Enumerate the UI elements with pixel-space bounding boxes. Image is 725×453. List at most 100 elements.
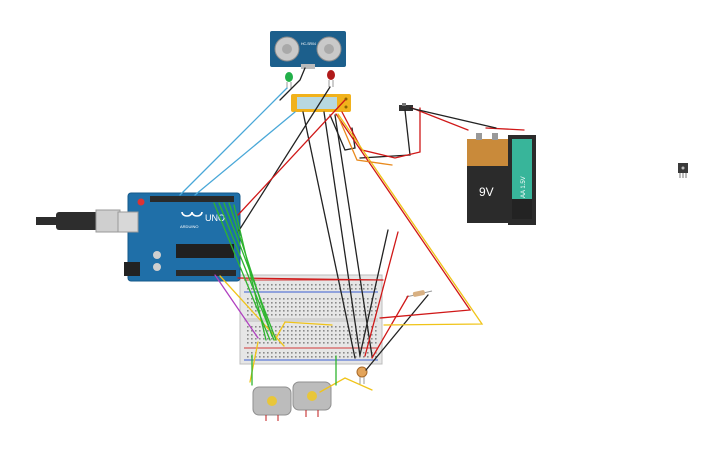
breadboard-hole [343,298,345,300]
arduino-uno[interactable]: UNO ARDUINO [117,192,241,282]
wire-black[interactable] [359,229,389,356]
battery-aa[interactable]: AA 1.5V [508,135,536,225]
wire-black[interactable] [279,67,306,101]
wire-black[interactable] [365,294,429,371]
breadboard-hole [247,338,249,340]
breadboard-hole [323,298,325,300]
breadboard-hole [367,284,369,286]
wire-blue[interactable] [179,87,288,196]
breadboard-hole [315,288,317,290]
wire-black[interactable] [302,111,356,359]
wire-black[interactable] [237,86,331,233]
switch-lever[interactable] [402,103,406,106]
breadboard-hole [295,338,297,340]
breadboard-hole [343,330,345,332]
breadboard-hole [255,330,257,332]
breadboard-hole [259,356,261,358]
wire-green[interactable] [233,204,267,341]
breadboard-hole [375,356,377,358]
breadboard-hole [355,334,357,336]
wire-red[interactable] [485,127,525,131]
wire-green[interactable] [218,202,275,341]
breadboard-hole [319,326,321,328]
breadboard-hole [283,352,285,354]
wire-red[interactable] [237,277,384,281]
breadboard-hole [319,342,321,344]
wire-yellow[interactable] [337,113,484,326]
breadboard-hole [291,334,293,336]
breadboard-hole [283,302,285,304]
breadboard-hole [251,338,253,340]
wire-green[interactable] [228,202,273,337]
breadboard-hole [327,284,329,286]
wire-red[interactable] [237,99,346,216]
breadboard-hole [351,284,353,286]
breadboard-hole [323,356,325,358]
breadboard-hole [359,302,361,304]
wire-orange[interactable] [337,115,393,166]
wire-purple[interactable] [214,274,259,339]
breadboard-hole [291,342,293,344]
breadboard-hole [267,326,269,328]
breadboard-hole [267,330,269,332]
reset-button[interactable] [137,198,145,206]
wire-yellow[interactable] [319,377,373,393]
breadboard-hole [275,326,277,328]
breadboard-hole [331,356,333,358]
transistor[interactable] [678,163,688,178]
wire-red[interactable] [371,295,409,359]
breadboard-hole [291,338,293,340]
breadboard-hole [287,338,289,340]
breadboard-hole [307,342,309,344]
breadboard-hole [251,302,253,304]
wires[interactable] [179,67,525,393]
board-label: UNO [205,213,225,223]
wire-blue[interactable] [194,111,296,196]
wire-black[interactable] [334,114,373,357]
breadboard-hole [339,330,341,332]
breadboard-hole [259,334,261,336]
breadboard-hole [299,288,301,290]
usb-cable[interactable] [36,209,121,233]
breadboard-hole [371,342,373,344]
wire-black[interactable] [323,111,361,357]
breadboard-hole [359,306,361,308]
breadboard-hole [315,330,317,332]
photoresistor[interactable] [356,366,368,384]
resistor[interactable] [405,290,433,298]
dc-motor-1[interactable] [252,386,292,421]
breadboard-hole [323,342,325,344]
led-red[interactable] [327,70,335,87]
wire-yellow[interactable] [249,341,259,383]
sensor-pins [301,64,315,69]
wire-red[interactable] [341,107,421,159]
breadboard-hole [347,330,349,332]
breadboard-hole [287,288,289,290]
breadboard-hole [311,352,313,354]
breadboard-hole [355,352,357,354]
breadboard-hole [359,326,361,328]
dc-motor-2[interactable] [292,381,332,417]
breadboard-hole [271,326,273,328]
breadboard-hole [367,302,369,304]
breadboard-hole [355,284,357,286]
slide-switch[interactable] [399,103,413,111]
breadboard-hole [359,288,361,290]
breadboard-hole [247,356,249,358]
breadboard-hole [339,314,341,316]
lcd-display[interactable] [291,94,351,112]
wire-red[interactable] [335,113,472,319]
wire-yellow[interactable] [274,321,333,341]
breadboard-hole [343,284,345,286]
breadboard-hole [367,338,369,340]
ultrasonic-sensor[interactable]: HC-SR04 [270,31,346,69]
wire-red[interactable] [411,107,469,131]
wire-black[interactable] [409,107,497,129]
breadboard-hole [371,326,373,328]
breadboard-hole [263,302,265,304]
led-green[interactable] [285,72,293,89]
breadboard-hole [323,352,325,354]
wire-red[interactable] [364,231,399,357]
battery-9v[interactable]: 9V [467,133,508,223]
